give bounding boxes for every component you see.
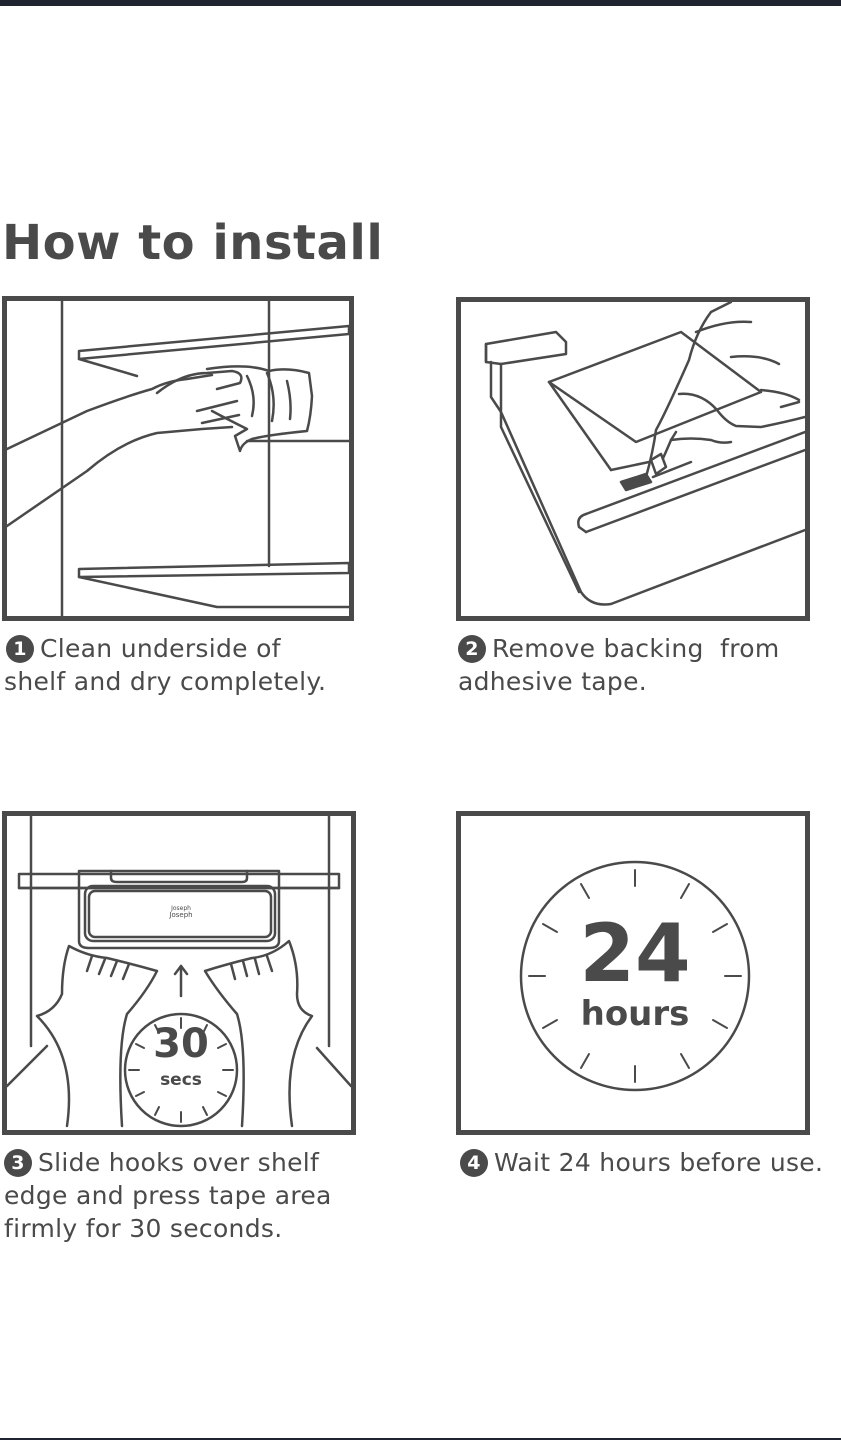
step-2-number: 2 <box>458 635 486 663</box>
step-1-text-line1: Clean underside of <box>40 634 281 663</box>
step-3-text-line3: firmly for 30 seconds. <box>4 1214 283 1243</box>
cloth-wiping-hand-illustration <box>7 301 349 616</box>
top-status-bar <box>0 0 841 6</box>
brand-logo: Joseph <box>168 911 192 919</box>
step-1-text-line2: shelf and dry completely. <box>4 667 327 696</box>
small-timer-label: 30 secs <box>131 1024 231 1090</box>
hands-pressing-illustration: Joseph Joseph <box>7 816 351 1128</box>
peeling-tape-illustration <box>484 302 805 606</box>
step-3-text-line1: Slide hooks over shelf <box>38 1148 320 1177</box>
clock-icon <box>519 860 751 1092</box>
step-2-text-line1: Remove backing from <box>492 634 780 663</box>
step-3-illustration: Joseph Joseph <box>2 811 356 1135</box>
step-3-number: 3 <box>4 1149 32 1177</box>
step-1-illustration <box>2 296 354 621</box>
step-2-illustration <box>456 297 810 621</box>
step-1-number: 1 <box>6 635 34 663</box>
step-2-text-line2: adhesive tape. <box>458 667 648 696</box>
step-4-text-line1: Wait 24 hours before use. <box>494 1148 824 1177</box>
page-title: How to install <box>2 215 384 271</box>
step-4-number: 4 <box>460 1149 488 1177</box>
small-timer-value: 30 <box>153 1021 209 1067</box>
step-3-text-line2: edge and press tape area <box>4 1181 332 1210</box>
brand-logo-top: Joseph <box>170 905 191 912</box>
large-timer-unit: hours <box>580 994 690 1034</box>
large-timer-value: 24 <box>579 907 691 1000</box>
bottom-edge-bar <box>0 1438 841 1440</box>
small-timer-unit: secs <box>160 1070 202 1090</box>
large-timer-label: 24 hours <box>555 907 715 1034</box>
step-4-illustration: 24 hours <box>456 811 810 1135</box>
